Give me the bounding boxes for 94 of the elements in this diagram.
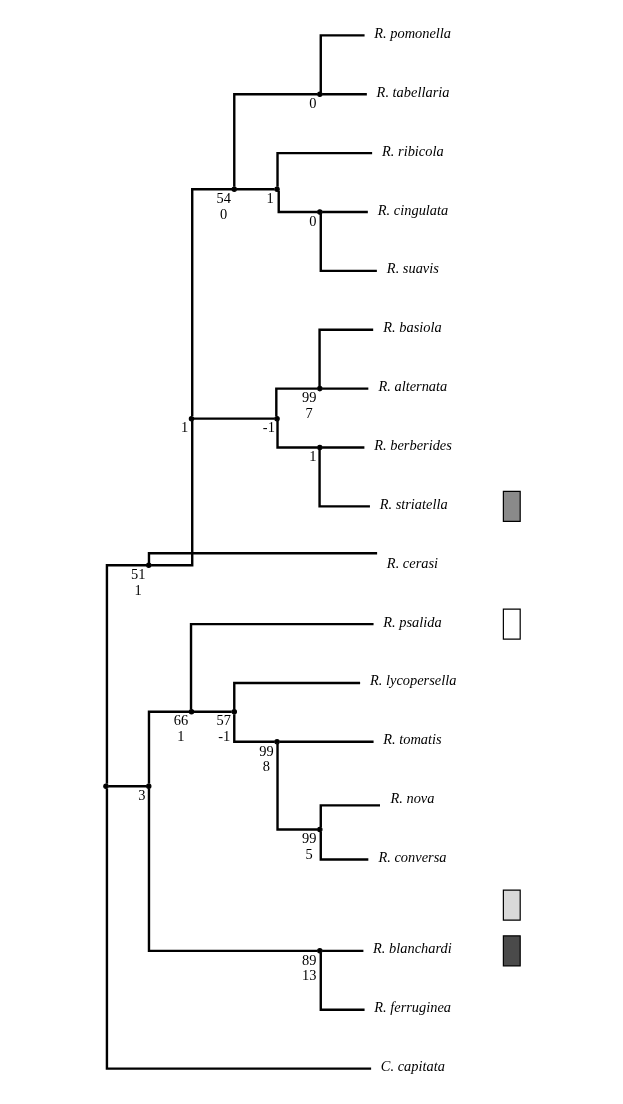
connector — [193, 417, 275, 420]
node-point — [145, 783, 151, 790]
connector — [319, 831, 368, 861]
node-text: R. ribicola — [381, 142, 444, 159]
connector — [321, 949, 363, 953]
node-label: 1 — [308, 448, 316, 465]
node-label: 1 — [176, 728, 185, 745]
connector — [147, 788, 317, 953]
connector — [275, 151, 372, 187]
node-text: R. pomonella — [373, 24, 451, 41]
node-text: R. tabellaria — [376, 83, 449, 100]
connector — [321, 210, 368, 214]
node-text: R. cingulata — [377, 201, 448, 218]
connector — [105, 564, 146, 784]
connector — [321, 93, 367, 96]
node-point — [273, 415, 280, 422]
connector — [275, 420, 318, 449]
connector — [319, 952, 365, 1011]
node-text: R. basiola — [382, 319, 442, 336]
node-text: R. psalida — [382, 613, 442, 630]
connector — [232, 93, 317, 187]
connector — [193, 710, 232, 713]
connector — [107, 785, 146, 788]
node-text: R. tomatis — [382, 731, 442, 748]
node-label: 0 — [308, 212, 316, 229]
connector — [317, 450, 370, 508]
node-point — [316, 948, 323, 954]
connector — [236, 188, 274, 191]
connector — [189, 622, 374, 710]
node-box — [502, 889, 521, 921]
node-point — [188, 709, 194, 715]
node-text: R. alternata — [377, 378, 447, 395]
node-text: R. blanchardi — [372, 940, 452, 957]
node-label: 99 — [301, 830, 316, 847]
node-text: R. suavis — [386, 260, 439, 277]
connector — [232, 714, 275, 743]
node-label: 0 — [308, 94, 316, 111]
connector — [275, 744, 318, 831]
connector — [321, 446, 364, 449]
connector — [319, 34, 365, 93]
node-text: R. striatella — [379, 495, 448, 512]
node-box — [502, 608, 521, 640]
node-text: R. nova — [389, 790, 434, 807]
node-label: 5 — [305, 845, 313, 862]
node-text: R. conversa — [377, 849, 446, 866]
node-text: R. lycopersella — [369, 672, 456, 689]
connector — [317, 328, 373, 387]
connector — [190, 188, 232, 417]
node-text: R. berberides — [373, 437, 452, 453]
node-label: 1 — [134, 581, 142, 598]
node-text: R. cerasi — [386, 554, 438, 571]
node-point — [102, 783, 109, 790]
node-label: 51 — [130, 565, 145, 582]
node-label: 3 — [137, 786, 145, 803]
node-label: 99 — [258, 742, 274, 759]
node-box — [502, 490, 521, 522]
connector — [105, 788, 371, 1070]
node-text: R. ferruginea — [373, 999, 451, 1016]
connector — [147, 552, 377, 563]
node-label: 7 — [305, 404, 313, 421]
connector — [150, 420, 193, 567]
node-label: 99 — [301, 389, 316, 406]
node-point — [316, 91, 323, 98]
connector — [147, 710, 189, 784]
node-text: C. capitata — [380, 1058, 445, 1075]
node-label: 89 — [301, 951, 316, 968]
connector — [319, 214, 377, 273]
connector — [319, 804, 380, 828]
node-point — [145, 562, 151, 568]
node-label: 13 — [301, 967, 316, 984]
node-point — [231, 186, 237, 192]
connector — [232, 681, 360, 710]
node-label: 1 — [265, 189, 274, 206]
connector — [277, 190, 318, 214]
node-box — [502, 935, 521, 967]
node-label: 1 — [180, 419, 188, 436]
node-label: 66 — [173, 712, 188, 729]
node-point — [316, 826, 323, 833]
node-point — [316, 444, 323, 451]
node-point — [188, 415, 194, 422]
node-label: -1 — [217, 728, 230, 745]
node-label: -1 — [262, 419, 275, 436]
node-point — [273, 739, 280, 745]
node-label: 8 — [262, 758, 270, 775]
connector — [274, 387, 317, 417]
connector — [278, 740, 374, 743]
node-point — [316, 209, 323, 215]
connector — [321, 387, 368, 390]
node-label: 57 — [215, 712, 231, 729]
node-label: 0 — [219, 205, 227, 222]
node-label: 54 — [215, 189, 231, 206]
node-point — [316, 385, 323, 392]
node-point — [273, 186, 280, 192]
node-point — [231, 709, 237, 715]
